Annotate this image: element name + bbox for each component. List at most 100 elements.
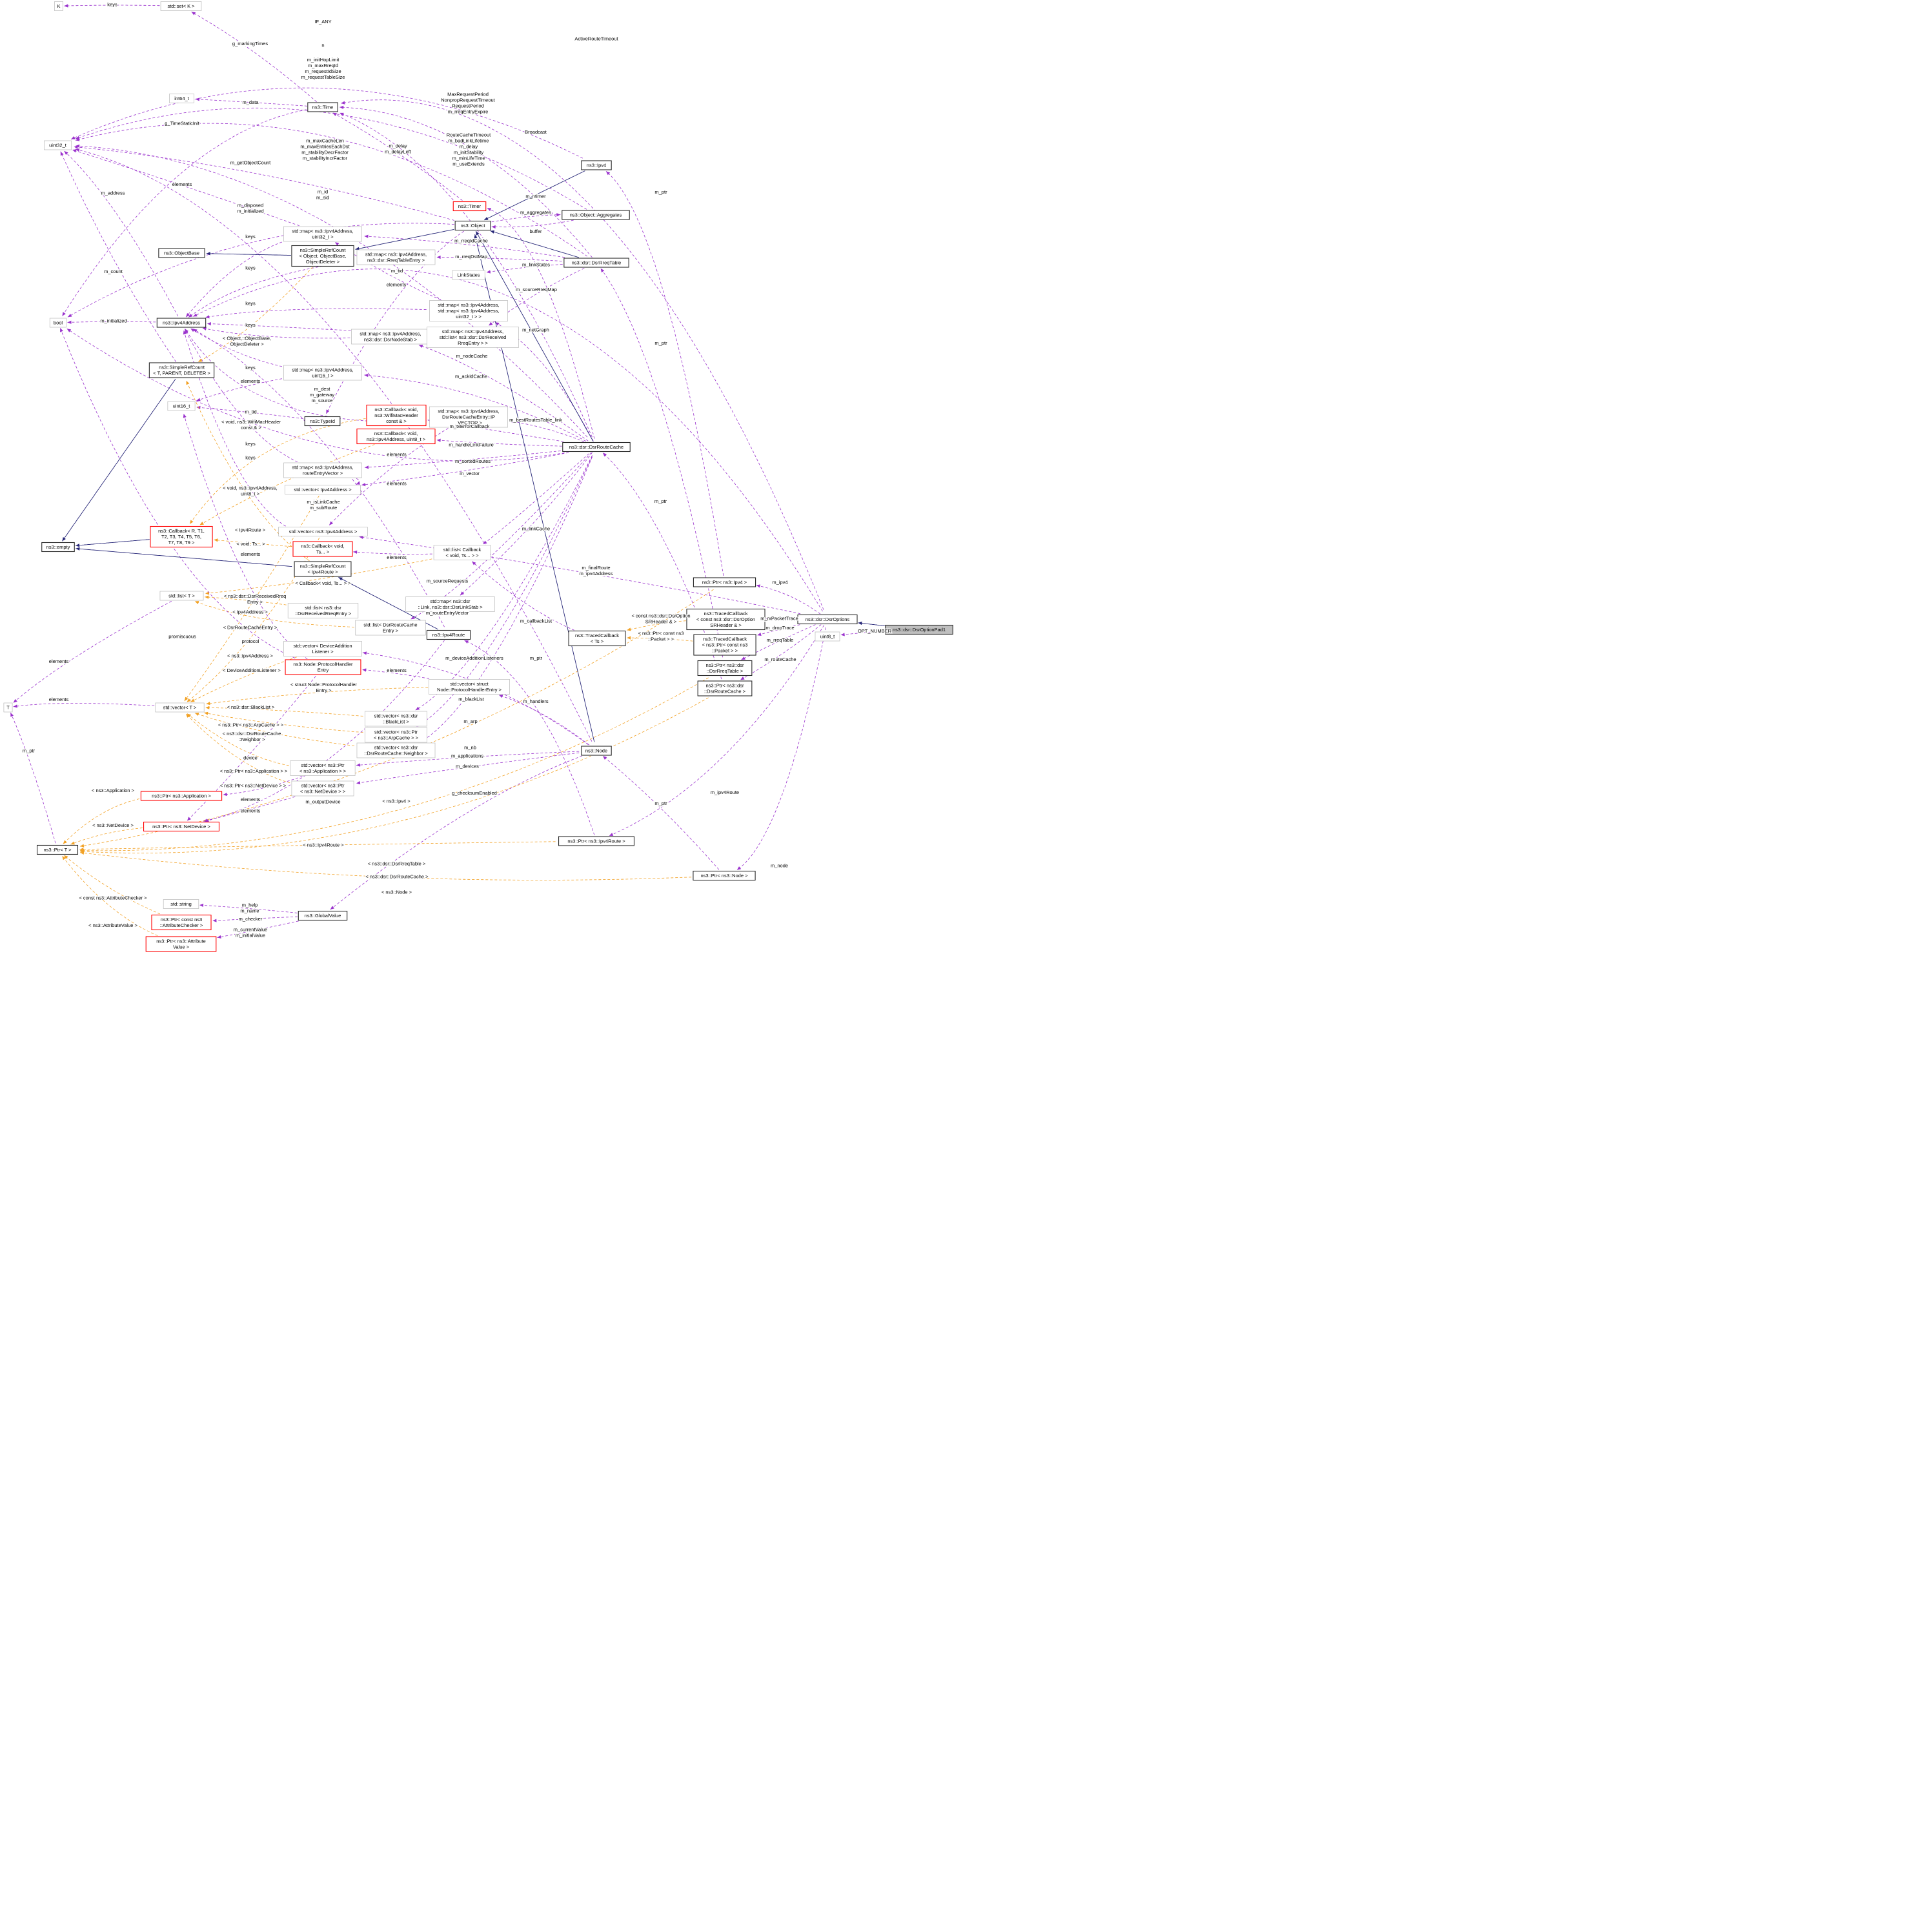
class-node-src_route[interactable]: ns3::SimpleRefCount< Ipv4Route > <box>294 561 352 577</box>
class-node-stdstring[interactable]: std::string <box>163 899 199 909</box>
edge-label: m_initialValue <box>236 933 265 939</box>
class-node-cb_ts[interactable]: ns3::Callback< void,Ts... > <box>292 541 353 557</box>
class-node-linkstates[interactable]: LinkStates <box>452 270 485 280</box>
class-node-rreqtable[interactable]: ns3::dsr::DsrRreqTable <box>563 258 629 268</box>
class-node-map_ipvec[interactable]: std::map< ns3::Ipv4Address,DsrRouteCache… <box>429 406 508 428</box>
class-node-ptr_rc[interactable]: ns3::Ptr< ns3::dsr::DsrRouteCache > <box>697 680 753 697</box>
class-node-vec_dal[interactable]: std::vector< DeviceAdditionListener > <box>283 641 362 656</box>
class-node-label: ns3::Ptr< T > <box>43 847 72 853</box>
class-node-vec_nd[interactable]: std::vector< ns3::Ptr< ns3::NetDevice > … <box>291 780 354 797</box>
class-node-t[interactable]: T <box>3 702 13 713</box>
class-node-ptr_t[interactable]: ns3::Ptr< T > <box>36 844 79 855</box>
class-node-map_rcvrreq[interactable]: std::map< ns3::Ipv4Address,std::list< ns… <box>427 327 519 348</box>
class-node-src_t[interactable]: ns3::SimpleRefCount< T, PARENT, DELETER … <box>148 362 215 378</box>
edge <box>79 697 709 854</box>
class-node-timer[interactable]: ns3::Timer <box>452 201 487 212</box>
edge <box>75 148 593 742</box>
edge-arrowhead <box>183 330 187 335</box>
class-node-objectbase[interactable]: ns3::ObjectBase <box>158 248 205 258</box>
class-node-vec_nsipaddr[interactable]: std::vector< ns3::Ipv4Address > <box>278 527 368 536</box>
edge <box>355 229 454 250</box>
class-node-object[interactable]: ns3::Object <box>454 220 491 231</box>
class-node-globalvalue[interactable]: ns3::GlobalValue <box>298 910 348 921</box>
class-node-map_link[interactable]: std::map< ns3::dsr::Link, ns3::dsr::DsrL… <box>405 596 495 612</box>
edge-label: keys <box>245 301 256 307</box>
edge-arrowhead <box>75 148 80 152</box>
class-node-ptr_ipv4[interactable]: ns3::Ptr< ns3::Ipv4 > <box>693 577 756 587</box>
class-node-list_rce[interactable]: std::list< DsrRouteCacheEntry > <box>355 620 426 636</box>
class-node-ptr_route[interactable]: ns3::Ptr< ns3::Ipv4Route > <box>558 836 634 846</box>
class-node-tcb_pkt[interactable]: ns3::TracedCallback< ns3::Ptr< const ns3… <box>693 634 756 656</box>
class-node-map_rreq[interactable]: std::map< ns3::Ipv4Address,ns3::dsr::Rre… <box>356 249 436 265</box>
class-node-u16[interactable]: uint16_t <box>167 401 196 411</box>
class-node-label: uint32_t <box>49 143 67 148</box>
edge <box>356 751 580 766</box>
class-node-ptr_av[interactable]: ns3::Ptr< ns3::AttributeValue > <box>145 936 217 952</box>
class-node-ptr_nd[interactable]: ns3::Ptr< ns3::NetDevice > <box>143 821 220 832</box>
class-node-ptr_chk[interactable]: ns3::Ptr< const ns3::AttributeChecker > <box>151 914 212 931</box>
edge-label: promiscuous <box>168 634 196 640</box>
class-node-routecache[interactable]: ns3::dsr::DsrRouteCache <box>562 442 631 452</box>
class-node-ipv4route[interactable]: ns3::Ipv4Route <box>426 629 471 640</box>
class-node-setk[interactable]: std::set< K > <box>160 1 202 11</box>
class-node-aggregates[interactable]: ns3::Object::Aggregates <box>562 210 630 220</box>
class-node-node[interactable]: ns3::Node <box>581 746 612 756</box>
class-node-cb_ip8[interactable]: ns3::Callback< void,ns3::Ipv4Address, ui… <box>356 428 436 445</box>
class-node-k[interactable]: K <box>54 1 63 11</box>
class-node-ipv4addr[interactable]: ns3::Ipv4Address <box>156 318 207 328</box>
edge <box>627 620 686 631</box>
class-node-time[interactable]: ns3::Time <box>307 102 338 112</box>
class-node-list_t[interactable]: std::list< T > <box>159 591 204 601</box>
class-node-empty[interactable]: ns3::empty <box>41 542 75 553</box>
class-node-booln[interactable]: bool <box>49 318 67 328</box>
class-node-ipv4[interactable]: ns3::Ipv4 <box>581 160 612 170</box>
edge-arrowhead <box>199 522 204 525</box>
edge <box>199 904 298 913</box>
class-node-ptr_node[interactable]: ns3::Ptr< ns3::Node > <box>693 870 756 881</box>
class-node-vec_ipaddr[interactable]: std::vector< Ipv4Address > <box>285 485 361 494</box>
edge-label: m_routeCache <box>764 656 796 662</box>
class-node-map_map[interactable]: std::map< ns3::Ipv4Address,std::map< ns3… <box>429 300 508 321</box>
class-node-pad1[interactable]: ns3::dsr::DsrOptionPad1 <box>885 624 953 635</box>
edge-label: keys <box>245 265 256 271</box>
class-node-list_rcvrreq[interactable]: std::list< ns3::dsr::DsrReceivedRreqEntr… <box>287 603 359 618</box>
class-node-map_nodestab[interactable]: std::map< ns3::Ipv4Address,ns3::dsr::Dsr… <box>351 329 430 345</box>
class-node-tcb_sr[interactable]: ns3::TracedCallback< const ns3::dsr::Dsr… <box>686 608 765 631</box>
edge-label: m_getObjectCount <box>230 160 271 166</box>
class-node-cb_r[interactable]: ns3::Callback< R, T1,T2, T3, T4, T5, T6,… <box>150 525 213 548</box>
class-node-u8[interactable]: uint8_t <box>815 631 840 642</box>
class-node-vec_nb[interactable]: std::vector< ns3::dsr::DsrRouteCache::Ne… <box>356 742 436 758</box>
edge <box>757 624 800 636</box>
class-node-int64[interactable]: int64_t <box>169 94 194 103</box>
class-node-tcb_ts[interactable]: ns3::TracedCallback< Ts > <box>568 630 626 647</box>
class-node-list_cb[interactable]: std::list< Callback< void, Ts... > > <box>433 545 491 560</box>
class-node-vec_bl[interactable]: std::vector< ns3::dsr::BlackList > <box>365 711 427 727</box>
class-node-vec_t[interactable]: std::vector< T > <box>155 702 205 713</box>
class-node-map_u32[interactable]: std::map< ns3::Ipv4Address,uint32_t > <box>283 226 362 242</box>
class-node-ptr_app[interactable]: ns3::Ptr< ns3::Application > <box>140 791 223 801</box>
class-node-label: ns3::Timer <box>458 203 482 209</box>
class-node-vec_arp[interactable]: std::vector< ns3::Ptr< ns3::ArpCache > > <box>365 727 427 743</box>
class-node-src_object[interactable]: ns3::SimpleRefCount< Object, ObjectBase,… <box>291 245 354 267</box>
edge <box>362 669 430 679</box>
class-node-dsropts[interactable]: ns3::dsr::DsrOptions <box>797 614 858 625</box>
class-node-map_revec[interactable]: std::map< ns3::Ipv4Address,routeEntryVec… <box>283 462 362 478</box>
class-node-label: ns3::Ptr< ns3::Attribute <box>156 939 206 944</box>
class-node-vec_app[interactable]: std::vector< ns3::Ptr< ns3::Application … <box>290 760 356 776</box>
edge <box>66 328 565 462</box>
class-node-u32[interactable]: uint32_t <box>44 140 72 150</box>
class-node-typeid[interactable]: ns3::TypeId <box>304 416 341 427</box>
class-node-map_u16[interactable]: std::map< ns3::Ipv4Address,uint16_t > <box>283 365 362 381</box>
edge-label: m_ptr <box>654 189 667 195</box>
class-node-nphe[interactable]: ns3::Node::ProtocolHandlerEntry <box>285 659 361 675</box>
edge-label: m_devices <box>456 764 479 769</box>
class-node-label: ns3::TracedCallback <box>704 611 747 616</box>
edge-arrowhead <box>214 538 218 542</box>
class-node-label: std::vector< Ipv4Address > <box>294 487 352 493</box>
class-node-label: ::Packet > > <box>712 648 738 654</box>
class-node-cb_wifi[interactable]: ns3::Callback< void,ns3::WifiMacHeaderco… <box>366 404 427 427</box>
class-node-vec_nphe[interactable]: std::vector< structNode::ProtocolHandler… <box>429 679 510 695</box>
class-node-label: < ns3::Ptr< const ns3 <box>702 642 748 648</box>
class-node-label: < Ts > <box>591 638 604 644</box>
class-node-ptr_rreq[interactable]: ns3::Ptr< ns3::dsr::DsrRreqTable > <box>697 660 753 676</box>
